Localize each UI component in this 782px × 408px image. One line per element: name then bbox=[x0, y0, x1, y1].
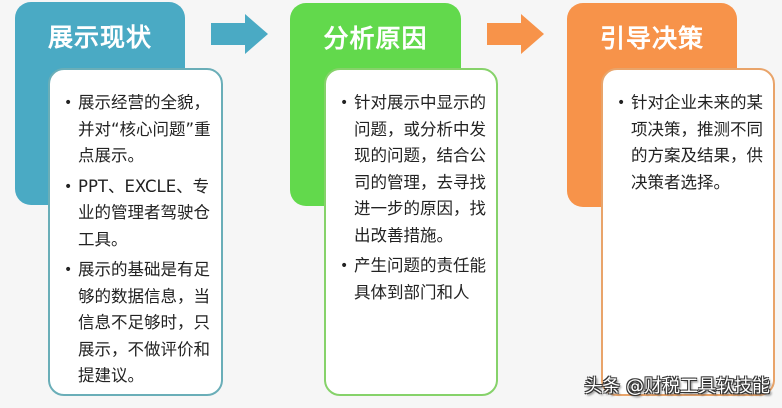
list-item: •针对展示中显示的问题，或分析中发现的问题，结合公司的管理，去寻找进一步的原因，… bbox=[340, 90, 486, 249]
bullet-icon: • bbox=[64, 178, 73, 195]
stage-title: 展示现状 bbox=[47, 23, 152, 52]
bullet-list: •展示经营的全貌，并对“核心问题”重点展示。 •PPT、EXCLE、专业的管理者… bbox=[64, 90, 211, 390]
list-item: •展示经营的全貌，并对“核心问题”重点展示。 bbox=[64, 90, 211, 170]
bullet-icon: • bbox=[340, 258, 349, 274]
list-item: •针对企业未来的某项决策，推测不同的方案及结果，供决策者选择。 bbox=[617, 90, 763, 196]
bullet-list: •针对展示中显示的问题，或分析中发现的问题，结合公司的管理，去寻找进一步的原因，… bbox=[340, 90, 486, 306]
list-item: •展示的基础是有足够的数据信息，当信息不足够时，只展示，不做评价和提建议。 bbox=[64, 257, 211, 390]
arrow-right-icon bbox=[211, 14, 268, 54]
bullet-icon: • bbox=[64, 95, 73, 111]
stage-title: 分析原因 bbox=[323, 24, 428, 53]
stage-detail-box: •针对展示中显示的问题，或分析中发现的问题，结合公司的管理，去寻找进一步的原因，… bbox=[324, 68, 498, 396]
bullet-icon: • bbox=[340, 95, 349, 111]
bullet-icon: • bbox=[617, 95, 626, 111]
bullet-list: •针对企业未来的某项决策，推测不同的方案及结果，供决策者选择。 bbox=[617, 90, 763, 196]
list-item: •产生问题的责任能具体到部门和人 bbox=[340, 253, 486, 306]
list-item: •PPT、EXCLE、专业的管理者驾驶仓工具。 bbox=[64, 174, 211, 254]
bullet-icon: • bbox=[64, 262, 73, 278]
arrow-right-icon bbox=[487, 14, 544, 54]
stage-detail-box: •针对企业未来的某项决策，推测不同的方案及结果，供决策者选择。 bbox=[601, 68, 775, 396]
stage-detail-box: •展示经营的全貌，并对“核心问题”重点展示。 •PPT、EXCLE、专业的管理者… bbox=[48, 68, 223, 396]
stage-title: 引导决策 bbox=[599, 24, 704, 53]
watermark: 头条 @财税工具软技能 bbox=[584, 376, 770, 397]
